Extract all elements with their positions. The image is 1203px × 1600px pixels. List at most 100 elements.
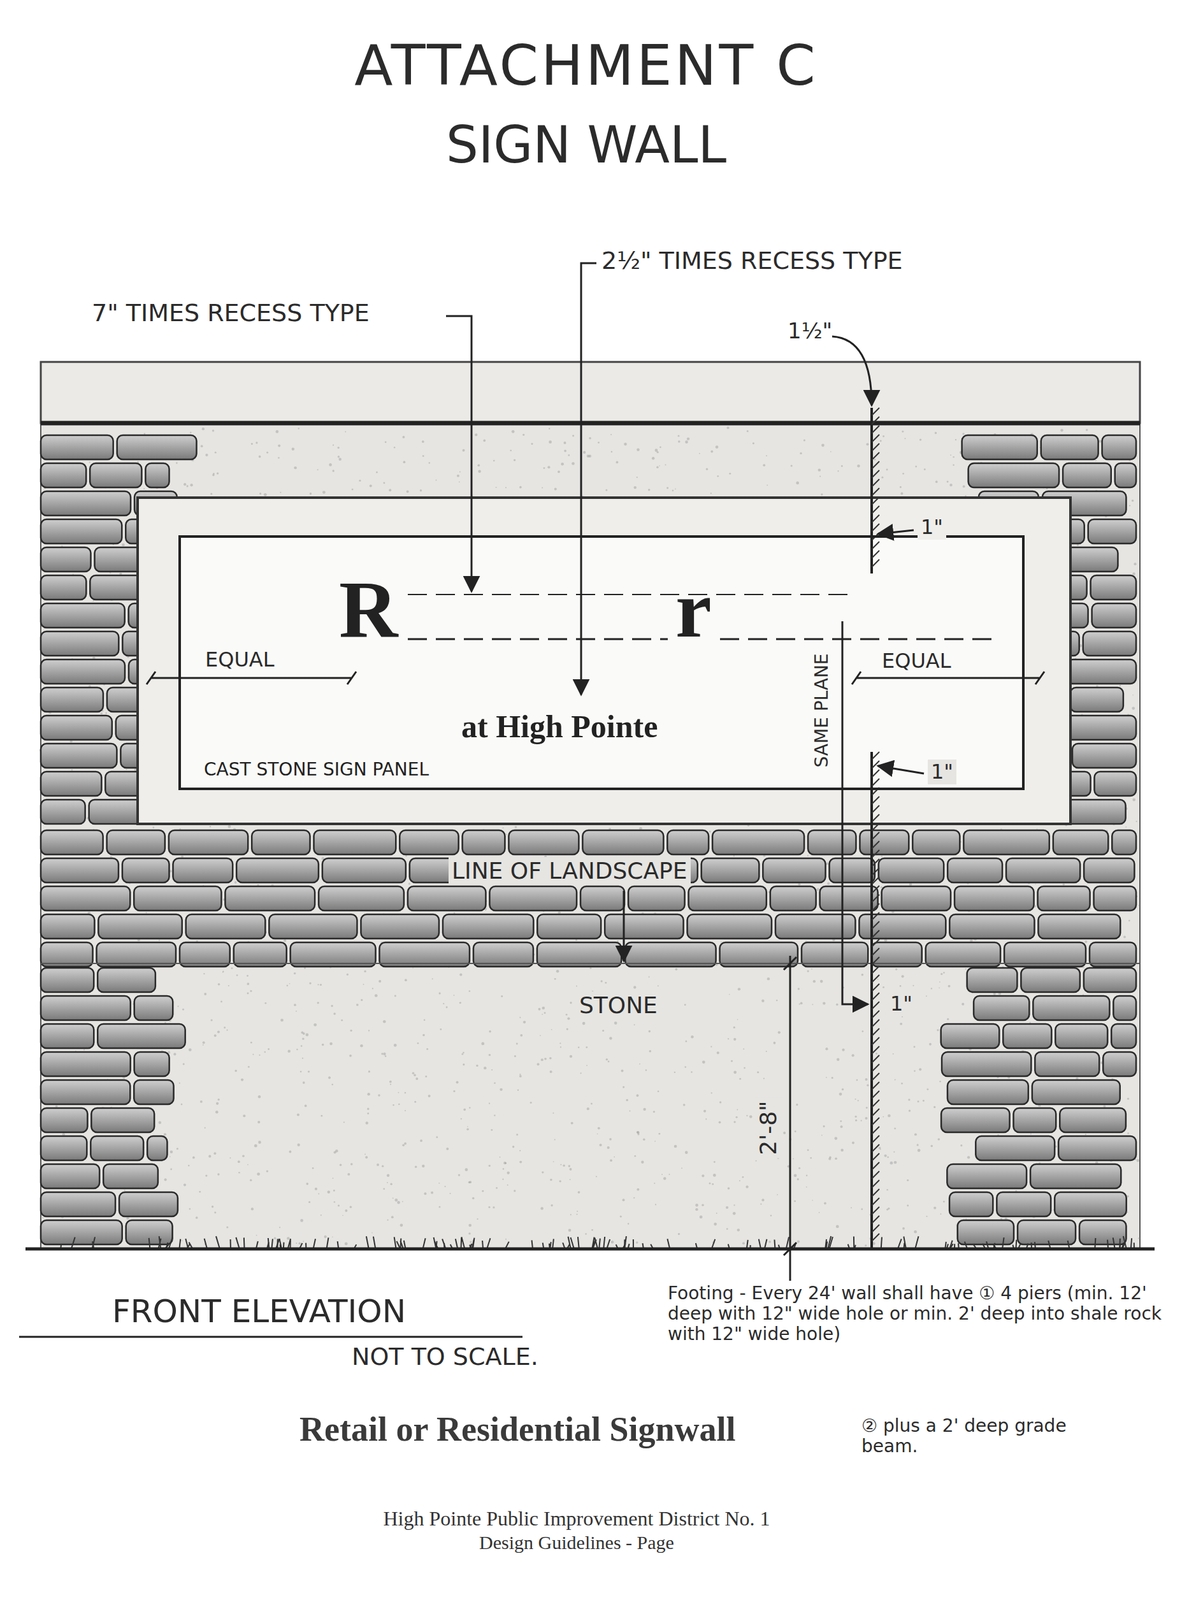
stipple-dot <box>901 430 904 433</box>
stipple-dot <box>719 1101 722 1103</box>
stipple-dot <box>458 481 461 483</box>
stipple-dot <box>542 1006 546 1010</box>
stipple-dot <box>733 1204 735 1206</box>
stipple-dot <box>460 1118 462 1120</box>
stipple-dot <box>313 1023 317 1027</box>
stipple-dot <box>476 1218 478 1220</box>
stipple-dot <box>798 1167 801 1170</box>
stipple-dot <box>344 1241 348 1246</box>
stipple-dot <box>242 1154 245 1158</box>
stipple-dot <box>312 1167 315 1170</box>
stipple-dot <box>880 886 883 889</box>
stipple-dot <box>349 1029 352 1032</box>
stipple-dot <box>289 983 291 985</box>
stipple-dot <box>913 1230 917 1234</box>
stipple-dot <box>605 489 608 492</box>
stipple-dot <box>913 1045 916 1048</box>
stipple-dot <box>835 1003 839 1007</box>
stipple-dot <box>513 1189 516 1192</box>
stipple-dot <box>237 1160 241 1163</box>
stipple-dot <box>305 1182 309 1186</box>
stipple-dot <box>519 1016 521 1019</box>
stipple-dot <box>730 1060 733 1063</box>
stipple-dot <box>585 1046 588 1049</box>
stipple-dot <box>519 1073 521 1075</box>
stipple-dot <box>343 1121 345 1123</box>
stipple-dot <box>674 488 677 490</box>
stipple-dot <box>737 1228 740 1232</box>
stipple-dot <box>468 1181 471 1184</box>
stipple-dot <box>210 1018 213 1021</box>
stipple-dot <box>519 1150 521 1152</box>
stipple-dot <box>906 1179 909 1182</box>
stipple-dot <box>388 488 392 492</box>
stipple-dot <box>1131 499 1135 503</box>
stipple-dot <box>884 1154 887 1158</box>
stipple-dot <box>565 1013 568 1016</box>
stipple-dot <box>422 1034 426 1037</box>
stipple-dot <box>332 444 334 446</box>
stipple-dot <box>364 1153 366 1155</box>
stipple-dot <box>737 987 741 991</box>
stipple-dot <box>216 472 219 475</box>
stipple-dot <box>295 1242 297 1244</box>
stipple-dot <box>298 427 300 429</box>
stipple-dot <box>582 1022 586 1026</box>
stipple-dot <box>519 1074 522 1078</box>
stipple-dot <box>280 1018 284 1023</box>
stipple-dot <box>468 1224 472 1228</box>
stipple-dot <box>609 1138 612 1141</box>
stipple-dot <box>598 1143 602 1147</box>
stipple-dot <box>304 1104 308 1108</box>
stipple-dot <box>857 464 860 468</box>
stipple-dot <box>522 433 525 436</box>
stipple-dot <box>881 476 884 479</box>
stipple-dot <box>636 1188 640 1191</box>
stipple-dot <box>328 1076 331 1079</box>
stipple-dot <box>291 447 296 451</box>
stipple-dot <box>807 1149 810 1152</box>
stipple-dot <box>246 974 249 977</box>
stipple-dot <box>368 1029 370 1031</box>
stipple-dot <box>865 1106 868 1109</box>
stipple-dot <box>481 1042 485 1046</box>
stipple-dot <box>701 1203 705 1207</box>
stipple-dot <box>797 1178 800 1181</box>
stipple-dot <box>286 1236 290 1240</box>
stipple-dot <box>727 426 730 429</box>
stipple-dot <box>907 1098 910 1101</box>
stipple-dot <box>378 979 382 983</box>
stipple-dot <box>703 1109 706 1113</box>
stipple-dot <box>117 883 120 885</box>
stipple-dot <box>841 465 843 468</box>
stipple-dot <box>940 972 943 975</box>
stipple-dot <box>875 1052 878 1055</box>
stipple-dot <box>737 1018 739 1021</box>
stipple-dot <box>962 484 966 488</box>
stipple-dot <box>100 712 104 715</box>
stipple-dot <box>715 445 719 449</box>
stipple-dot <box>505 1238 507 1240</box>
stipple-dot <box>576 1210 578 1212</box>
stipple-dot <box>507 1171 510 1175</box>
stipple-dot <box>946 1018 949 1021</box>
stipple-dot <box>266 451 269 454</box>
stipple-dot <box>918 1067 922 1071</box>
stipple-dot <box>607 1060 610 1063</box>
stipple-dot <box>293 466 297 469</box>
stipple-dot <box>881 855 883 857</box>
stipple-dot <box>456 474 460 478</box>
stipple-dot <box>893 1151 895 1153</box>
stipple-dot <box>426 1048 429 1051</box>
stipple-dot <box>653 1182 656 1184</box>
stipple-dot <box>904 437 907 440</box>
stipple-dot <box>628 1109 631 1112</box>
stipple-dot <box>363 983 365 986</box>
stipple-dot <box>459 973 462 977</box>
stipple-dot <box>767 977 770 980</box>
stipple-dot <box>893 1160 898 1165</box>
stipple-dot <box>511 430 515 434</box>
stipple-dot <box>548 428 550 430</box>
stipple-dot <box>214 1211 217 1214</box>
